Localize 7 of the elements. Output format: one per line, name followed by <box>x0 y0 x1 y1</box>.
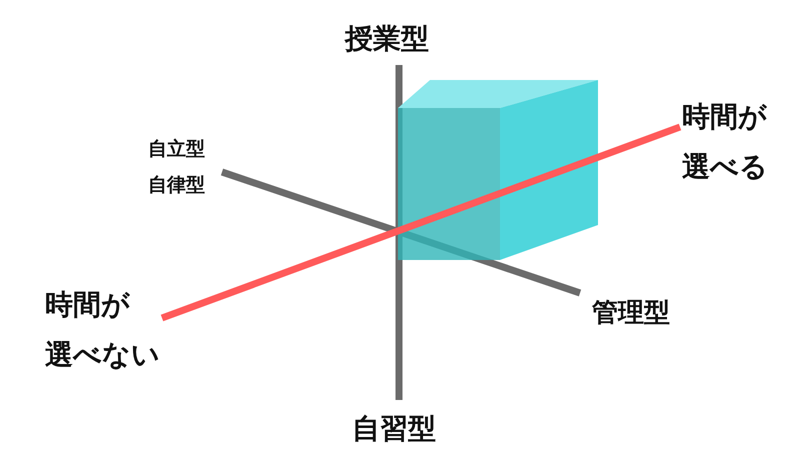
axis-label: 管理型 <box>592 300 670 326</box>
axis-label: 自習型 <box>352 415 436 443</box>
axis-label: 自立型 <box>148 140 205 159</box>
axis-label: 時間が選べる <box>682 99 768 186</box>
axis-label: 自律型 <box>148 176 205 195</box>
axis-label: 時間が選べない <box>45 287 160 374</box>
axis-label: 授業型 <box>345 25 429 53</box>
